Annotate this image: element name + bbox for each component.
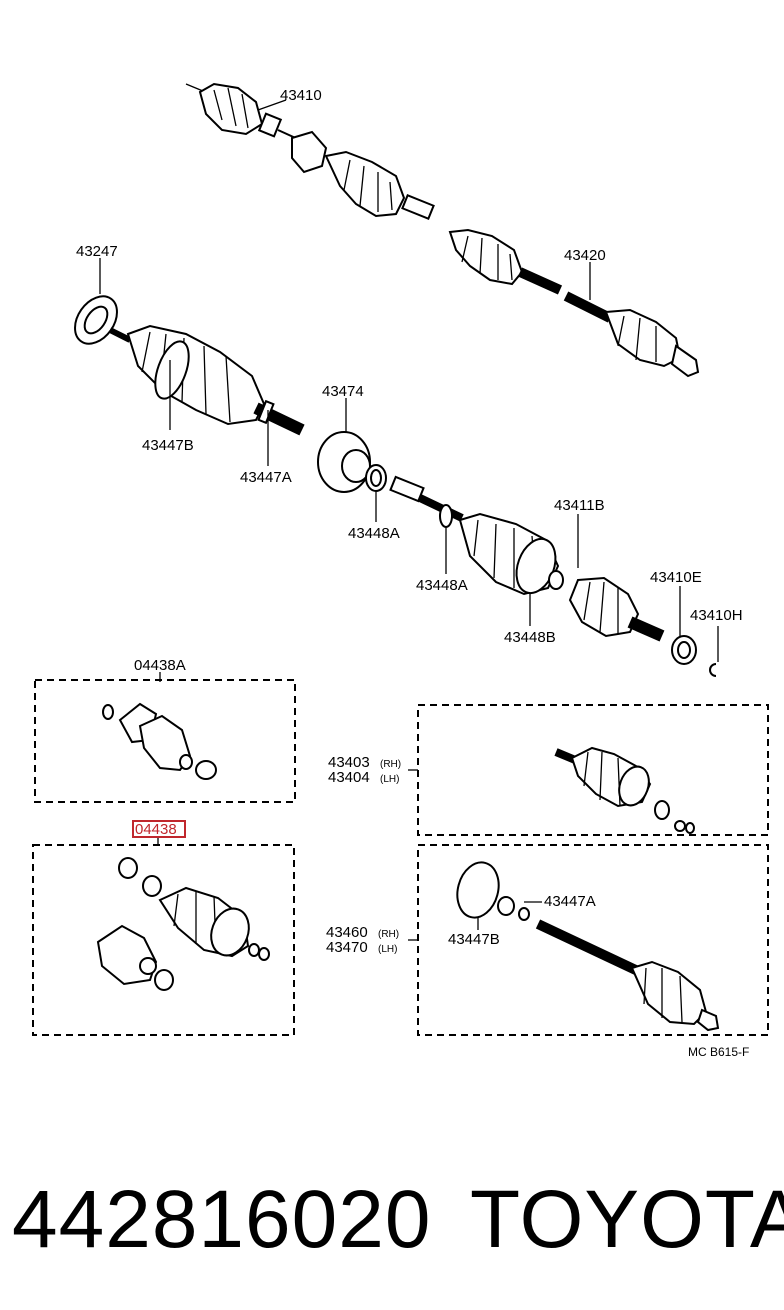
inner-joint-assembly [74, 295, 305, 436]
outer-joint-assembly [389, 475, 564, 596]
leader-lines [99, 99, 719, 941]
label-43460: 43460 [326, 924, 368, 941]
label-rh-tag: (RH) [380, 759, 401, 770]
label-43447a-b: 43447A [544, 893, 596, 910]
outer-cv-joint [568, 576, 717, 677]
label-rh-tag-2: (RH) [378, 929, 399, 940]
dust-cover [317, 431, 387, 493]
highlight-box [132, 820, 186, 838]
label-43411b: 43411B [554, 497, 605, 514]
label-43474: 43474 [322, 383, 364, 400]
drive-shaft-top [185, 82, 435, 221]
label-43247: 43247 [76, 243, 118, 260]
parts-diagram: 43410 43420 43247 43447B 43447A 43474 43… [32, 82, 769, 1059]
brand-name: TOYOTA [470, 1174, 784, 1265]
kit-04438a [34, 679, 296, 803]
label-43410e: 43410E [650, 569, 702, 586]
drive-shaft-rh [448, 228, 700, 378]
label-43410: 43410 [280, 87, 322, 104]
label-43447b: 43447B [142, 437, 194, 454]
figure-code: MC B615-F [688, 1045, 749, 1059]
label-43448a: 43448A [348, 525, 400, 542]
label-43447b-b: 43447B [448, 931, 500, 948]
label-43448a-2: 43448A [416, 577, 468, 594]
label-43447a: 43447A [240, 469, 292, 486]
part-labels: 43410 43420 43247 43447B 43447A 43474 43… [76, 87, 749, 1059]
label-lh-tag: (LH) [380, 774, 399, 785]
label-43410h: 43410H [690, 607, 743, 624]
label-43403: 43403 [328, 754, 370, 771]
label-43448b: 43448B [504, 629, 556, 646]
kit-04438 [32, 844, 295, 1036]
label-04438a: 04438A [134, 657, 186, 674]
label-lh-tag-2: (LH) [378, 944, 397, 955]
label-43404: 43404 [328, 769, 370, 786]
joint-box-43403 [417, 704, 769, 836]
part-number: 442816020 [12, 1174, 432, 1265]
label-43470: 43470 [326, 939, 368, 956]
label-43420: 43420 [564, 247, 606, 264]
label-04438: 04438 [135, 821, 177, 838]
